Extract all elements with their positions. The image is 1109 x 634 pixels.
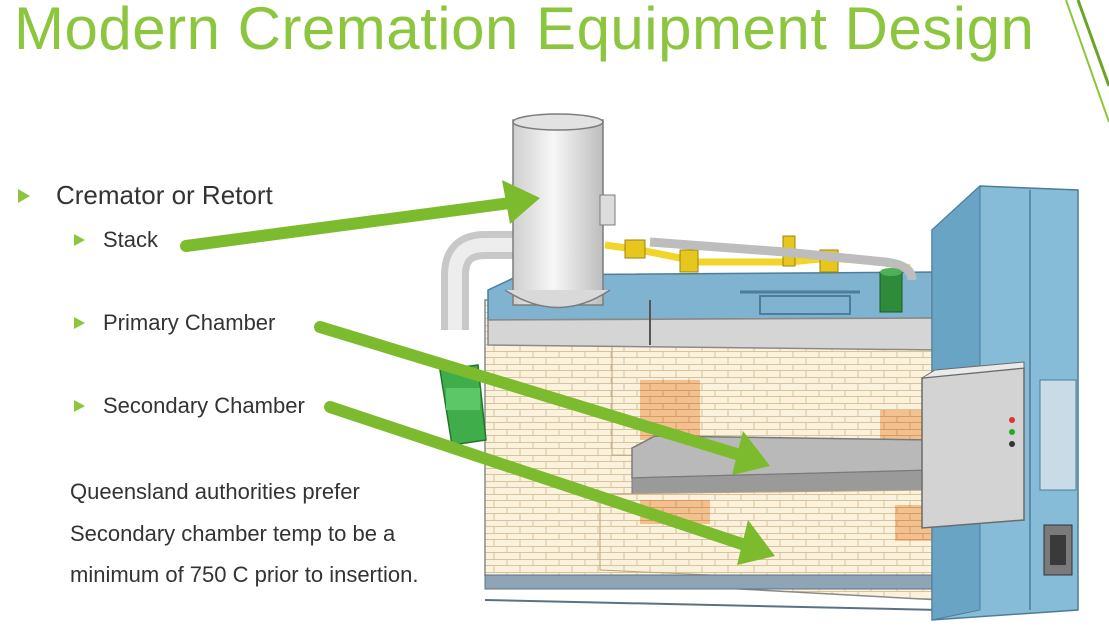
sub-bullet-stack: Stack	[74, 227, 158, 253]
bullet-cremator: Cremator or Retort	[18, 180, 273, 211]
sub-bullet-text: Primary Chamber	[103, 310, 276, 335]
arrow-secondary-chamber	[324, 401, 775, 565]
slide-title: Modern Cremation Equipment Design	[14, 0, 1035, 62]
temperature-note: Queensland authorities prefer Secondary …	[70, 479, 419, 587]
sub-bullet-text: Stack	[103, 227, 159, 252]
sub-bullet-secondary-chamber: Secondary Chamber	[74, 393, 305, 419]
bullet-triangle-icon	[18, 188, 30, 203]
arrow-primary-chamber	[314, 321, 770, 475]
sub-bullet-text: Secondary Chamber	[103, 393, 305, 418]
arrow-stack	[180, 180, 540, 252]
sub-bullet-primary-chamber: Primary Chamber	[74, 310, 275, 336]
bullet-text: Cremator or Retort	[56, 180, 273, 210]
bullet-triangle-icon	[74, 317, 85, 329]
bullet-triangle-icon	[74, 234, 85, 246]
bullet-triangle-icon	[74, 400, 85, 412]
